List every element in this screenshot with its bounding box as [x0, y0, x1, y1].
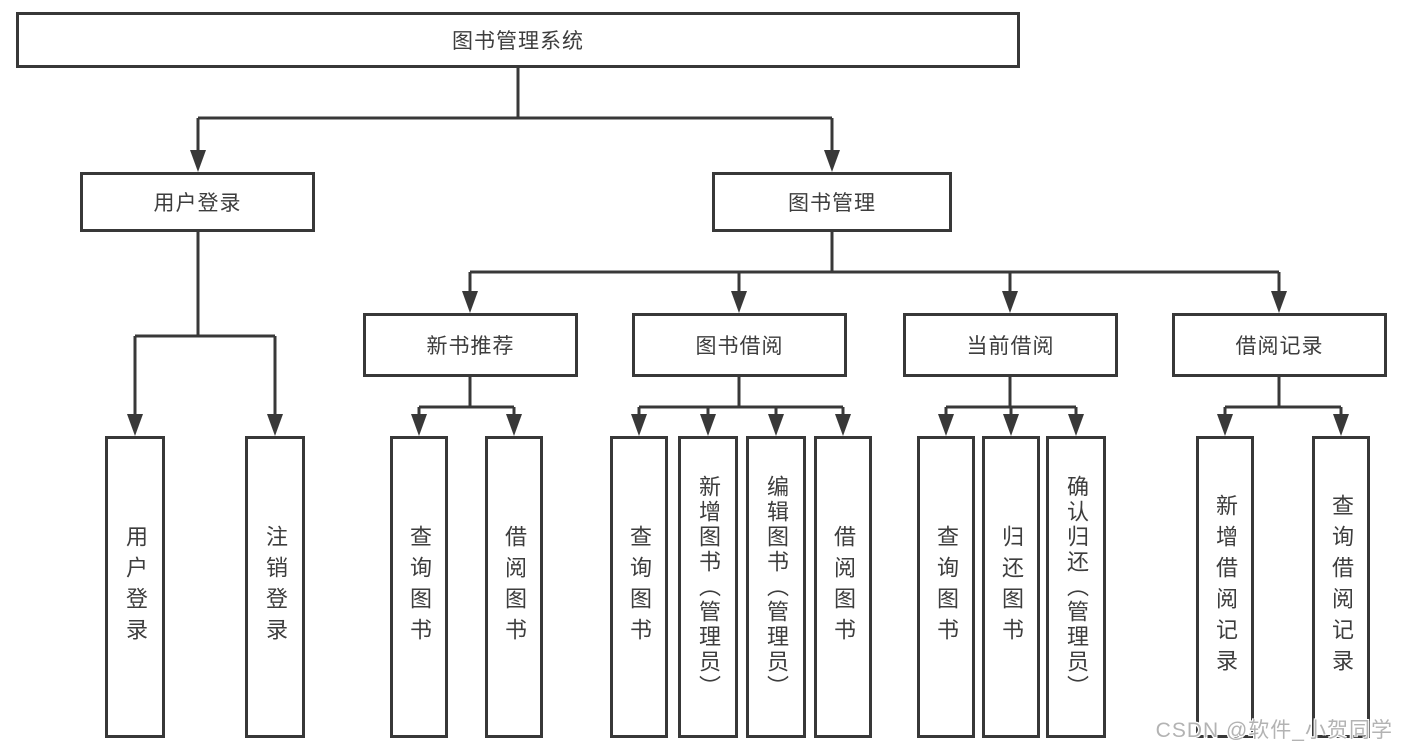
node-new-book-recommend-label: 新书推荐 — [426, 335, 515, 358]
leaf-record-add-label: 新增借阅记录 — [1213, 494, 1238, 680]
node-root-label: 图书管理系统 — [452, 30, 584, 53]
csdn-watermark: CSDN @软件_小贺同学 — [1155, 719, 1393, 742]
leaf-current-return-label: 归还图书 — [999, 525, 1024, 649]
leaf-current-query: 查询图书 — [917, 436, 975, 738]
node-book-borrow-label: 图书借阅 — [695, 335, 784, 358]
leaf-borrow-edit-admin-label: 编辑图书（管理员） — [764, 474, 789, 700]
leaf-borrow-add-admin-label: 新增图书（管理员） — [696, 474, 721, 700]
leaf-newbook-borrow-label: 借阅图书 — [502, 525, 527, 649]
leaf-user-login: 用户登录 — [105, 436, 165, 738]
leaf-borrow-query-label: 查询图书 — [627, 525, 652, 649]
node-current-borrow-label: 当前借阅 — [966, 335, 1055, 358]
leaf-newbook-borrow: 借阅图书 — [485, 436, 543, 738]
leaf-borrow-add-admin: 新增图书（管理员） — [678, 436, 738, 738]
node-new-book-recommend: 新书推荐 — [363, 313, 578, 377]
node-book-borrow: 图书借阅 — [632, 313, 847, 377]
leaf-user-login-label: 用户登录 — [123, 525, 148, 649]
leaf-newbook-query: 查询图书 — [390, 436, 448, 738]
leaf-borrow-query: 查询图书 — [610, 436, 668, 738]
leaf-borrow-borrow-label: 借阅图书 — [831, 525, 856, 649]
node-borrow-record-label: 借阅记录 — [1235, 335, 1324, 358]
leaf-logout-label: 注销登录 — [263, 525, 288, 649]
node-user-login-label: 用户登录 — [153, 192, 242, 215]
leaf-current-confirm-admin-label: 确认归还（管理员） — [1064, 474, 1089, 700]
leaf-logout: 注销登录 — [245, 436, 305, 738]
leaf-newbook-query-label: 查询图书 — [407, 525, 432, 649]
leaf-borrow-borrow: 借阅图书 — [814, 436, 872, 738]
leaf-current-return: 归还图书 — [982, 436, 1040, 738]
node-user-login-branch: 用户登录 — [80, 172, 315, 232]
leaf-record-query-label: 查询借阅记录 — [1329, 494, 1354, 680]
leaf-borrow-edit-admin: 编辑图书（管理员） — [746, 436, 806, 738]
node-root-system: 图书管理系统 — [16, 12, 1020, 68]
node-borrow-record: 借阅记录 — [1172, 313, 1387, 377]
arrowheads — [127, 150, 1349, 436]
node-book-management-label: 图书管理 — [788, 192, 876, 215]
leaf-record-query: 查询借阅记录 — [1312, 436, 1370, 738]
leaf-current-confirm-admin: 确认归还（管理员） — [1046, 436, 1106, 738]
leaf-record-add: 新增借阅记录 — [1196, 436, 1254, 738]
leaf-current-query-label: 查询图书 — [934, 525, 959, 649]
node-current-borrow: 当前借阅 — [903, 313, 1118, 377]
node-book-management: 图书管理 — [712, 172, 952, 232]
